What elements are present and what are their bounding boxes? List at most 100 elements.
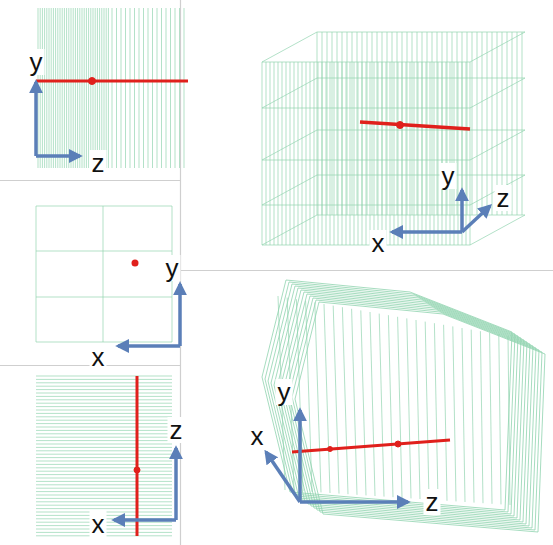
grid-line	[170, 8, 171, 168]
grid-line	[55, 8, 56, 168]
grid-line	[103, 206, 104, 342]
grid-line	[379, 314, 384, 497]
grid-line	[262, 205, 470, 206]
grid-line	[407, 318, 411, 498]
axis-label: z	[168, 417, 185, 443]
grid-line	[333, 306, 339, 494]
grid-line	[36, 427, 172, 428]
grid-line	[437, 32, 438, 215]
grid-line	[342, 32, 343, 215]
grid-outline	[268, 284, 518, 514]
grid-line	[36, 461, 172, 462]
grid-line	[121, 8, 122, 168]
grid-line	[62, 8, 63, 168]
grid-line	[470, 215, 525, 245]
grid-line	[370, 62, 371, 245]
grid-outline	[286, 296, 536, 526]
grid-line	[487, 32, 488, 215]
grid-line	[262, 32, 317, 62]
grid-line	[434, 323, 438, 500]
grid-line	[471, 330, 474, 503]
grid-line	[104, 8, 105, 168]
grid-line	[317, 78, 525, 79]
grid-line	[44, 8, 45, 168]
grid-line	[42, 8, 43, 168]
grid-line	[512, 32, 513, 215]
grid-line	[77, 8, 78, 168]
grid-line	[434, 62, 435, 245]
grid-line	[36, 399, 172, 400]
grid-line	[152, 8, 153, 168]
grid-line	[490, 333, 492, 504]
grid-line	[427, 32, 428, 215]
grid-line	[466, 62, 467, 245]
grid-outline	[262, 280, 512, 510]
grid-line	[262, 62, 470, 63]
grid-line	[79, 8, 80, 168]
grid-line	[492, 32, 493, 215]
grid-line	[342, 307, 348, 494]
grid-line	[90, 8, 91, 168]
grid-line	[398, 62, 399, 245]
grid-line	[36, 467, 172, 468]
grid-line	[36, 430, 172, 431]
grid-line	[36, 251, 172, 252]
grid-line	[36, 488, 172, 489]
grid-line	[82, 8, 83, 168]
grid-line	[378, 62, 379, 245]
grid-line	[71, 8, 72, 168]
grid-line	[370, 312, 375, 496]
grid-line	[457, 32, 458, 215]
grid-line	[262, 62, 263, 245]
grid-line	[361, 310, 366, 495]
grid-line	[36, 379, 172, 380]
grid-line	[157, 8, 158, 168]
grid-line	[294, 62, 295, 245]
grid-line	[36, 498, 172, 499]
grid-line	[438, 62, 439, 245]
grid-line	[36, 423, 172, 424]
grid-line	[36, 396, 172, 397]
grid-line	[318, 62, 319, 245]
grid-line	[430, 62, 431, 245]
grid-line	[422, 32, 423, 215]
grid-line	[390, 62, 391, 245]
grid-line	[298, 62, 299, 245]
grid-line	[36, 454, 172, 455]
grid-line	[337, 32, 338, 215]
grid-line	[36, 464, 172, 465]
grid-line	[418, 62, 419, 245]
grid-line	[470, 130, 525, 160]
grid-line	[278, 62, 279, 245]
grid-line	[458, 62, 459, 245]
grid-line	[262, 108, 470, 109]
axis-arrows	[36, 82, 490, 520]
grid-line	[347, 32, 348, 215]
grid-line	[97, 8, 98, 168]
grid-line	[112, 8, 113, 168]
grid-line	[148, 8, 149, 168]
grid-line	[36, 389, 172, 390]
grid-line	[88, 8, 89, 168]
grid-line	[266, 62, 267, 245]
grid-line	[332, 32, 333, 215]
grid-line	[36, 505, 172, 506]
grid-line	[262, 245, 470, 246]
grid-line	[36, 478, 172, 479]
grid-line	[352, 32, 353, 215]
grid-line	[51, 8, 52, 168]
grid-line	[95, 8, 96, 168]
grid-line	[175, 8, 176, 168]
grid-line	[286, 62, 287, 245]
grid-line	[36, 382, 172, 383]
grid-line	[36, 495, 172, 496]
grid-line	[36, 481, 172, 482]
grid-line	[36, 457, 172, 458]
grid-line	[446, 62, 447, 245]
grid-line	[134, 8, 135, 168]
axis-label: x	[370, 230, 387, 256]
grid-line	[36, 410, 172, 411]
grid-line	[302, 62, 303, 245]
grid-line	[36, 484, 172, 485]
grid-line	[417, 32, 418, 215]
